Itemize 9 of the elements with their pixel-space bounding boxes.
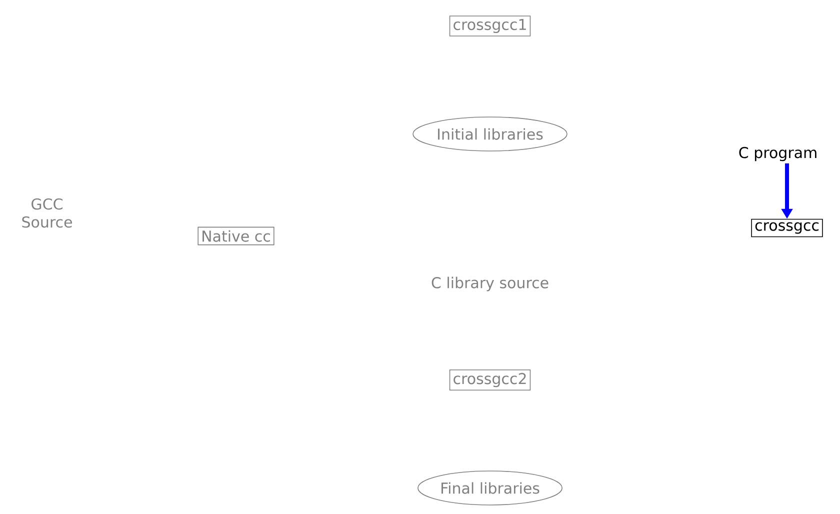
text-label: C program bbox=[739, 146, 816, 162]
text-label: C library source bbox=[432, 276, 548, 292]
process-box: Native cc bbox=[198, 226, 274, 246]
process-box: crossgcc1 bbox=[449, 16, 531, 36]
ellipse-node: Final libraries bbox=[418, 470, 562, 506]
ellipse-node: Initial libraries bbox=[412, 116, 568, 152]
text-label: GCC Source bbox=[22, 198, 72, 228]
process-box: crossgcc2 bbox=[449, 369, 531, 391]
process-box: crossgcc bbox=[751, 218, 823, 238]
